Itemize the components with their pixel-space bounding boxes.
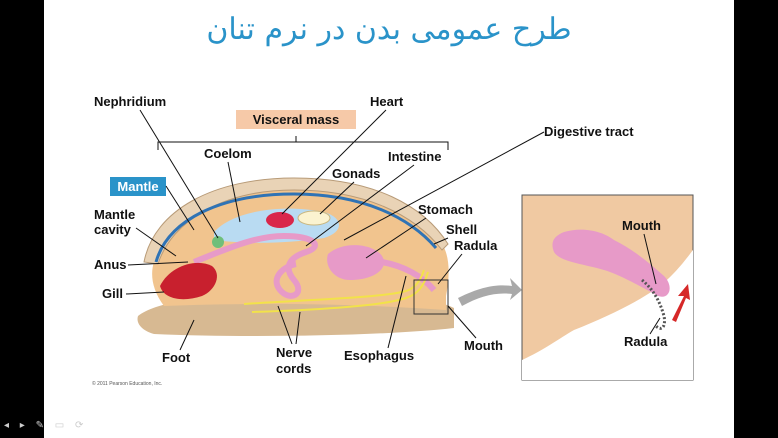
slide: طرح عمومی بدن در نرم تنان: [44, 0, 734, 438]
label-coelom: Coelom: [204, 146, 252, 161]
label-gill: Gill: [102, 286, 123, 301]
mantle-line: [154, 192, 438, 263]
inset-mouth-tissue: [552, 229, 670, 297]
slideshow-controls[interactable]: ◂ ▸ ✎ ▭ ⟳: [4, 420, 88, 431]
label-mantle: Mantle: [117, 179, 158, 194]
label-stomach: Stomach: [418, 202, 473, 217]
label-inset-mouth: Mouth: [622, 218, 661, 233]
gonads-shape: [297, 210, 331, 226]
inset-tissue-white: [522, 250, 693, 380]
label-nephridium: Nephridium: [94, 94, 166, 109]
zoom-arrow: [458, 278, 522, 306]
visceral-mass-bracket: [157, 136, 449, 150]
esophagus-tube: [381, 259, 437, 293]
nephridium-shape: [212, 236, 224, 248]
heart-shape: [266, 212, 294, 228]
label-nerve-cords-1: Nerve: [276, 345, 312, 360]
label-foot: Foot: [162, 350, 191, 365]
label-radula: Radula: [454, 238, 498, 253]
label-anus: Anus: [94, 257, 127, 272]
nerve-cord-2: [251, 271, 429, 313]
label-inset-radula: Radula: [624, 334, 668, 349]
stomach-shape: [327, 245, 385, 280]
gill-shape: [160, 262, 217, 300]
label-intestine: Intestine: [388, 149, 441, 164]
visceral-mass-badge: [236, 110, 356, 129]
intestine-shape: [192, 232, 318, 299]
label-nerve-cords-2: cords: [276, 361, 311, 376]
label-visceral-mass: Visceral mass: [253, 112, 340, 127]
body-mass: [152, 186, 449, 310]
mantle-badge: [110, 177, 166, 196]
label-shell: Shell: [446, 222, 477, 237]
label-mantle-cavity-1: Mantle: [94, 207, 135, 222]
label-gonads: Gonads: [332, 166, 380, 181]
mollusc-body-plan-diagram: Visceral mass Mantle Nephridium Heart Co…: [94, 94, 694, 381]
label-mantle-cavity-2: cavity: [94, 222, 132, 237]
label-esophagus: Esophagus: [344, 348, 414, 363]
label-mouth: Mouth: [464, 338, 503, 353]
inset-radula-teeth: [641, 278, 666, 330]
shell-shape: [143, 177, 449, 265]
inset-marker-box: [413, 279, 449, 315]
label-digestive-tract: Digestive tract: [544, 124, 634, 139]
slide-title: طرح عمومی بدن در نرم تنان: [206, 12, 572, 47]
inset-radula-arrow: [672, 284, 690, 322]
label-heart: Heart: [370, 94, 404, 109]
copyright-notice: © 2011 Pearson Education, Inc.: [92, 381, 163, 387]
nerve-cord-1: [243, 269, 425, 305]
